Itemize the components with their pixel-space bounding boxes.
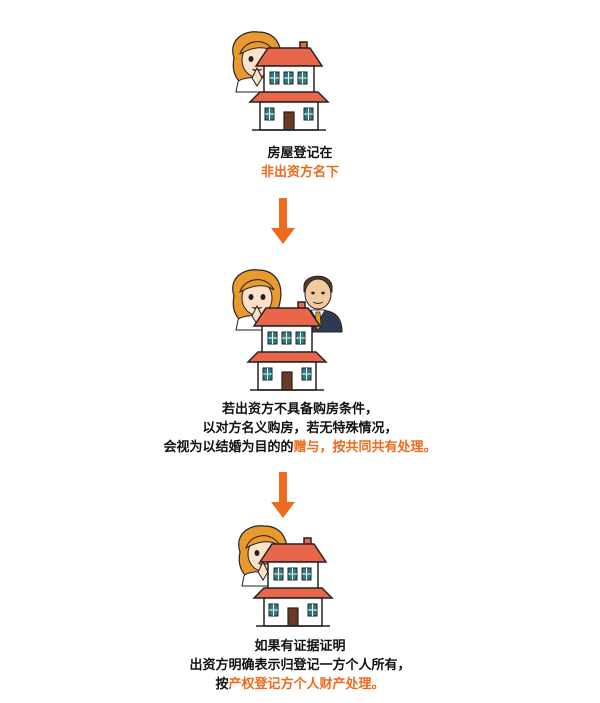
step1-caption: 房屋登记在 非出资方名下: [0, 144, 600, 182]
step1-highlight: 非出资方名下: [260, 165, 339, 180]
step2-line3-prefix: 会视为以结婚为目的的: [163, 440, 294, 455]
step3-line2: 出资方明确表示归登记一方个人所有，: [189, 658, 411, 673]
step1-line1: 房屋登记在: [267, 146, 333, 161]
step3-highlight: 产权登记方个人财产处理。: [228, 677, 385, 692]
down-arrow-icon: [271, 472, 295, 524]
step2-line2: 以对方名义购房，若无特殊情况，: [202, 421, 398, 436]
step3-line3: 按产权登记方个人财产处理。: [0, 675, 600, 694]
down-arrow-icon: [271, 198, 295, 250]
step3-illustration: [232, 522, 342, 627]
step2-line3: 会视为以结婚为目的的赠与，按共同共有处理。: [0, 438, 600, 457]
step3-line1: 如果有证据证明: [254, 639, 346, 654]
step2-highlight: 赠与，按共同共有处理。: [293, 440, 437, 455]
step2-line1: 若出资方不具备购房条件，: [221, 402, 378, 417]
step2-illustration: [226, 268, 346, 393]
step3-caption: 如果有证据证明 出资方明确表示归登记一方个人所有， 按产权登记方个人财产处理。: [0, 637, 600, 694]
step2-caption: 若出资方不具备购房条件， 以对方名义购房，若无特殊情况， 会视为以结婚为目的的赠…: [0, 400, 600, 457]
step1-illustration: [226, 28, 336, 133]
step3-line3-prefix: 按: [215, 677, 229, 692]
